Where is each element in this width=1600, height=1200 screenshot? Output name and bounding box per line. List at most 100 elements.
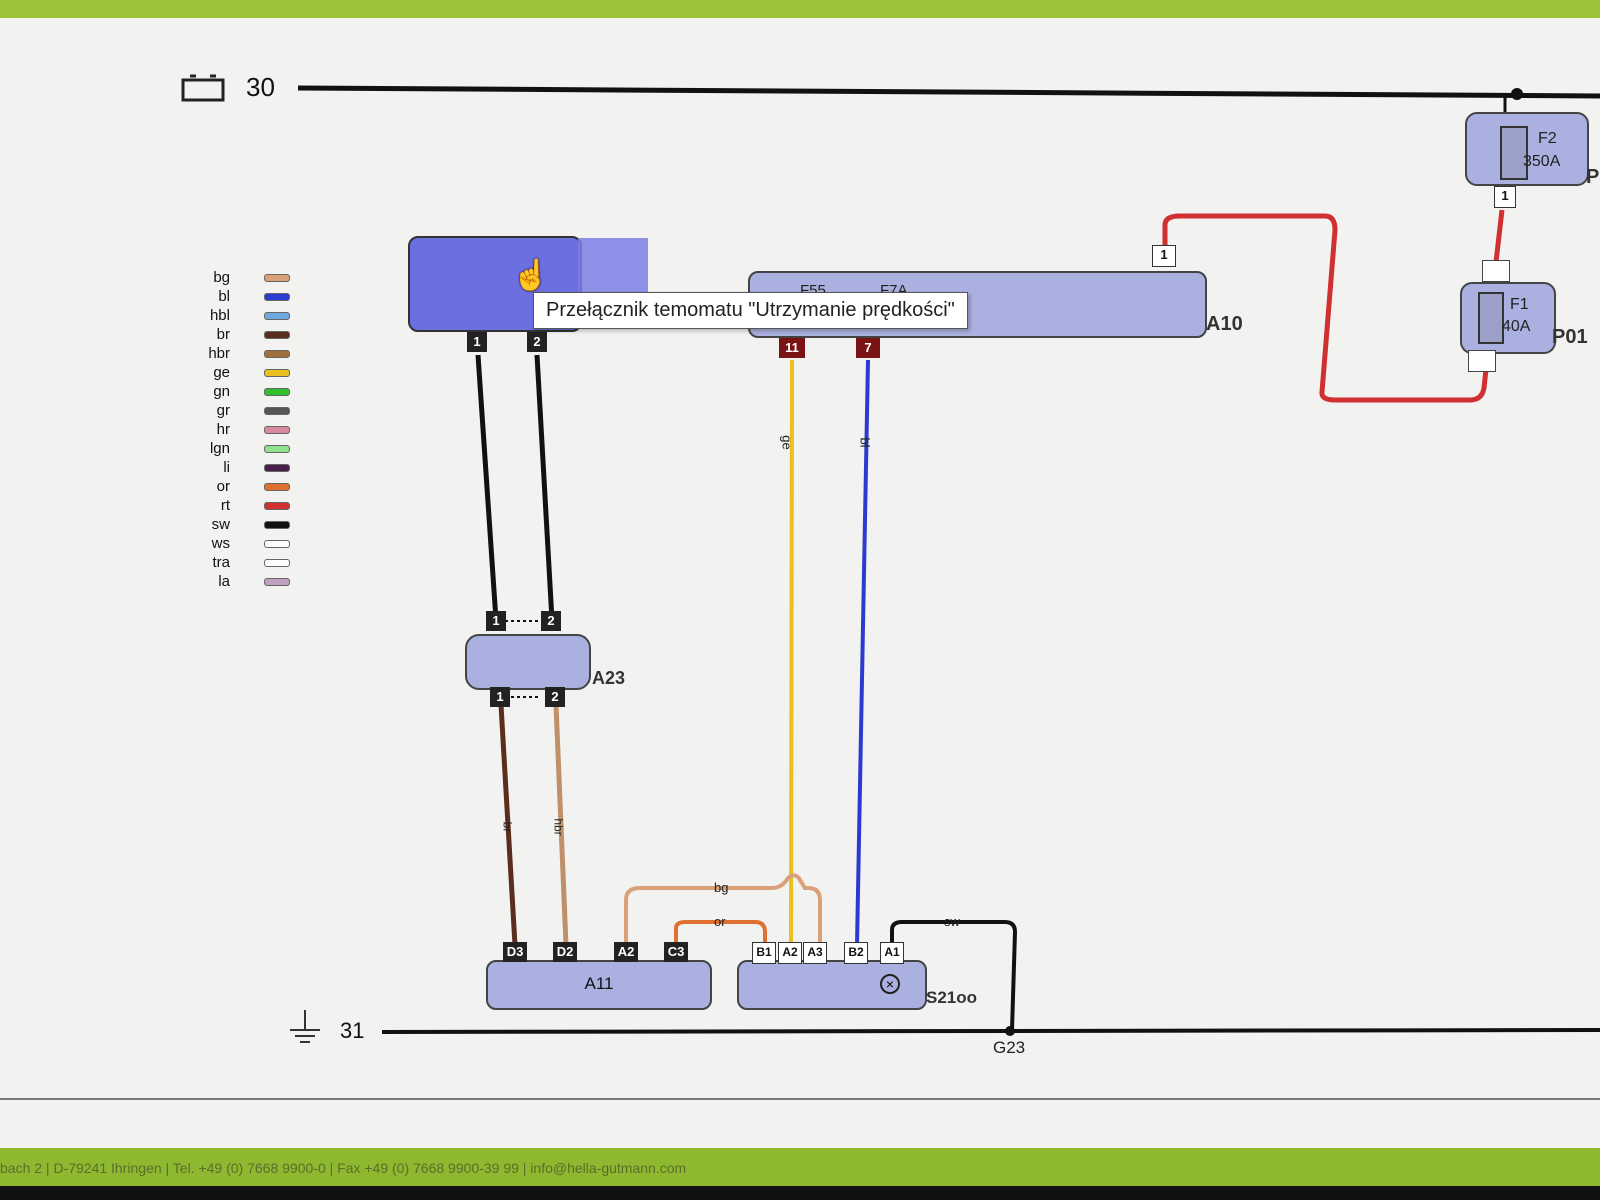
pin-a23-bottom-2[interactable]: 2 — [545, 687, 565, 707]
wire-bg — [624, 873, 822, 945]
legend-code: br — [216, 326, 230, 343]
switch-highlight — [578, 238, 648, 298]
legend-code: bl — [218, 288, 230, 305]
pin-fuse-1[interactable]: 1 — [1494, 186, 1516, 208]
legend-swatch — [264, 311, 290, 320]
pin-a10-11[interactable]: 11 — [779, 338, 805, 358]
pin-a11-d3[interactable]: D3 — [503, 942, 527, 962]
wire-label-bl: bl — [857, 437, 873, 448]
component-a23[interactable] — [465, 634, 591, 690]
wire-label-bg: bg — [714, 880, 729, 895]
legend-code: hbr — [208, 345, 230, 362]
wire-rt-a10-f1 — [1162, 213, 1490, 403]
f1-name: F1 — [1510, 296, 1529, 313]
legend-swatch — [264, 501, 290, 510]
wire-br — [498, 704, 518, 946]
footer-text: bach 2 | D-79241 Ihringen | Tel. +49 (0)… — [0, 1160, 687, 1176]
legend-swatch — [264, 406, 290, 415]
legend-swatch — [264, 349, 290, 358]
legend-code: gr — [216, 402, 230, 419]
fuse-f1-symbol — [1478, 292, 1504, 344]
f1-top-connector — [1482, 260, 1510, 282]
legend-row: bl — [180, 287, 290, 306]
legend-code: ws — [211, 535, 230, 552]
pin-a11-c3[interactable]: C3 — [664, 942, 688, 962]
hand-cursor-icon: ☝ — [512, 259, 550, 292]
wire-label-sw: sw — [944, 914, 960, 929]
legend-code: ge — [213, 364, 230, 381]
a11-label: A11 — [584, 974, 614, 993]
top-green-bar — [0, 0, 1600, 18]
footer-bar — [0, 1148, 1600, 1186]
legend-row: gr — [180, 401, 290, 420]
legend-swatch — [264, 482, 290, 491]
legend-swatch — [264, 558, 290, 567]
pin-a11-a2[interactable]: A2 — [614, 942, 638, 962]
component-a11[interactable]: A11 — [486, 960, 712, 1010]
legend-code: or — [216, 478, 230, 495]
f1-bottom-connector — [1468, 350, 1496, 372]
legend-row: rt — [180, 496, 290, 515]
legend-row: sw — [180, 515, 290, 534]
wire-label-or: or — [714, 914, 726, 929]
pin-a10-7[interactable]: 7 — [856, 338, 880, 358]
pin-a23-top-2[interactable]: 2 — [541, 611, 561, 631]
component-tooltip: Przełącznik temomatu "Utrzymanie prędkoś… — [533, 292, 968, 329]
wire-rt-f2-f1 — [1493, 209, 1505, 263]
legend-code: gn — [213, 383, 230, 400]
wire-sw-1 — [475, 354, 499, 621]
battery-icon — [181, 74, 225, 102]
footer-separator — [0, 1098, 1600, 1100]
rail-31-line — [381, 1028, 1600, 1034]
wire-or — [674, 920, 767, 945]
s21oo-label: S21oo — [926, 988, 978, 1007]
rail-30-label: 30 — [246, 72, 275, 102]
lamp-icon: × — [880, 974, 900, 994]
pin-s21oo-a3[interactable]: A3 — [803, 942, 827, 964]
pin-a23-top-1[interactable]: 1 — [486, 611, 506, 631]
screen-bezel — [0, 1186, 1600, 1200]
legend-swatch — [264, 330, 290, 339]
legend-swatch — [264, 539, 290, 548]
legend-swatch — [264, 520, 290, 529]
pin-s21oo-b1[interactable]: B1 — [752, 942, 776, 964]
pin-a11-d2[interactable]: D2 — [553, 942, 577, 962]
legend-row: br — [180, 325, 290, 344]
fuse-f1[interactable] — [1460, 282, 1556, 354]
pin-switch-2[interactable]: 2 — [527, 332, 547, 352]
pin-a23-bottom-1[interactable]: 1 — [490, 687, 510, 707]
f1-rating: 40A — [1502, 318, 1531, 335]
pin-switch-1[interactable]: 1 — [467, 332, 487, 352]
legend-swatch — [264, 425, 290, 434]
wire-label-br: br — [500, 821, 515, 833]
legend-code: tra — [212, 554, 230, 571]
wire-sw-2 — [534, 354, 555, 621]
a23-label: A23 — [592, 668, 626, 688]
legend-row: ws — [180, 534, 290, 553]
legend-code: la — [218, 573, 230, 590]
legend-row: ge — [180, 363, 290, 382]
rail-31-label: 31 — [340, 1018, 365, 1043]
legend-code: hbl — [209, 307, 230, 324]
pin-s21oo-a1[interactable]: A1 — [880, 942, 904, 964]
legend-swatch — [264, 273, 290, 282]
legend-row: la — [180, 572, 290, 591]
pin-s21oo-b2[interactable]: B2 — [844, 942, 868, 964]
legend-swatch — [264, 387, 290, 396]
legend-row: lgn — [180, 439, 290, 458]
legend-code: li — [223, 459, 230, 476]
legend-row: li — [180, 458, 290, 477]
wire-hbr — [553, 704, 569, 946]
f2-name: F2 — [1538, 130, 1557, 147]
legend-code: sw — [211, 516, 230, 533]
ground-ref-label: G23 — [993, 1038, 1026, 1057]
a10-label: A10 — [1206, 313, 1243, 335]
pin-s21oo-a2[interactable]: A2 — [778, 942, 802, 964]
legend-row: or — [180, 477, 290, 496]
legend-swatch — [264, 463, 290, 472]
legend-swatch — [264, 444, 290, 453]
pin-a10-1[interactable]: 1 — [1152, 245, 1176, 267]
legend-code: hr — [216, 421, 230, 438]
